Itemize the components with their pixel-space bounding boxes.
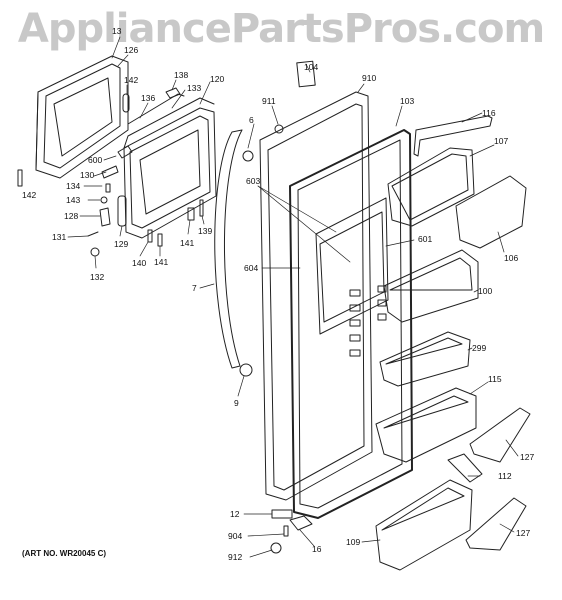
part-label: 904 [228, 531, 242, 541]
part-label: 129 [114, 239, 128, 249]
part-label: 127 [520, 452, 534, 462]
bin-front-127b [465, 497, 527, 551]
part-label: 139 [198, 226, 212, 236]
part-label: 912 [228, 552, 242, 562]
clip-112 [447, 453, 483, 483]
part-label: 142 [124, 75, 138, 85]
dispenser-door-frame [35, 55, 129, 179]
part-label: 100 [478, 286, 492, 296]
bin-107 [387, 147, 475, 227]
part-label: 103 [400, 96, 414, 106]
part-label: 604 [244, 263, 258, 273]
part-label: 299 [472, 343, 486, 353]
part-label: 140 [132, 258, 146, 268]
part-label: 138 [174, 70, 188, 80]
part-label: 126 [124, 45, 138, 55]
part-label: 7 [192, 283, 197, 293]
part-label: 116 [482, 108, 496, 118]
part-label: 106 [504, 253, 518, 263]
door-liner-gasket [289, 129, 413, 519]
bin-109 [375, 479, 473, 571]
part-label: 16 [312, 544, 322, 554]
part-label: 141 [180, 238, 194, 248]
part-label: 9 [234, 398, 239, 408]
part-label: 141 [154, 257, 168, 267]
part-label: 600 [88, 155, 102, 165]
part-label: 6 [249, 115, 254, 125]
part-label: 120 [210, 74, 224, 84]
door-handle [214, 124, 284, 377]
part-label: 127 [516, 528, 530, 538]
bottom-small-parts [270, 509, 313, 554]
part-label: 130 [80, 170, 94, 180]
leader-lines [67, 36, 519, 558]
part-label: 911 [262, 96, 276, 106]
part-label: 109 [346, 537, 360, 547]
part-label: 133 [187, 83, 201, 93]
part-label: 134 [66, 181, 80, 191]
part-label: 601 [418, 234, 432, 244]
part-labels: 13 126 142 138 120 136 133 104 910 911 1… [22, 26, 534, 562]
bin-299 [379, 331, 471, 387]
bin-front-127a [469, 407, 531, 463]
dispenser-housing [123, 97, 217, 239]
part-label: 142 [22, 190, 36, 200]
handle-bar-116 [413, 115, 493, 157]
part-label: 107 [494, 136, 508, 146]
part-label: 143 [66, 195, 80, 205]
door-outer-panel [259, 60, 373, 501]
part-label: 104 [304, 62, 318, 72]
part-label: 115 [488, 374, 502, 384]
bin-115 [375, 387, 477, 463]
part-label: 12 [230, 509, 240, 519]
art-number: (ART NO. WR20045 C) [22, 549, 107, 558]
watermark: AppliancePartsPros.com [17, 6, 545, 52]
part-label: 603 [246, 176, 260, 186]
part-label: 13 [112, 26, 122, 36]
small-parts-left [17, 87, 204, 257]
part-label: 131 [52, 232, 66, 242]
part-label: 128 [64, 211, 78, 221]
part-label: 132 [90, 272, 104, 282]
bin-cover-106 [455, 175, 527, 249]
part-label: 112 [498, 471, 512, 481]
part-label: 136 [141, 93, 155, 103]
shelf-100 [383, 249, 479, 323]
part-label: 910 [362, 73, 376, 83]
